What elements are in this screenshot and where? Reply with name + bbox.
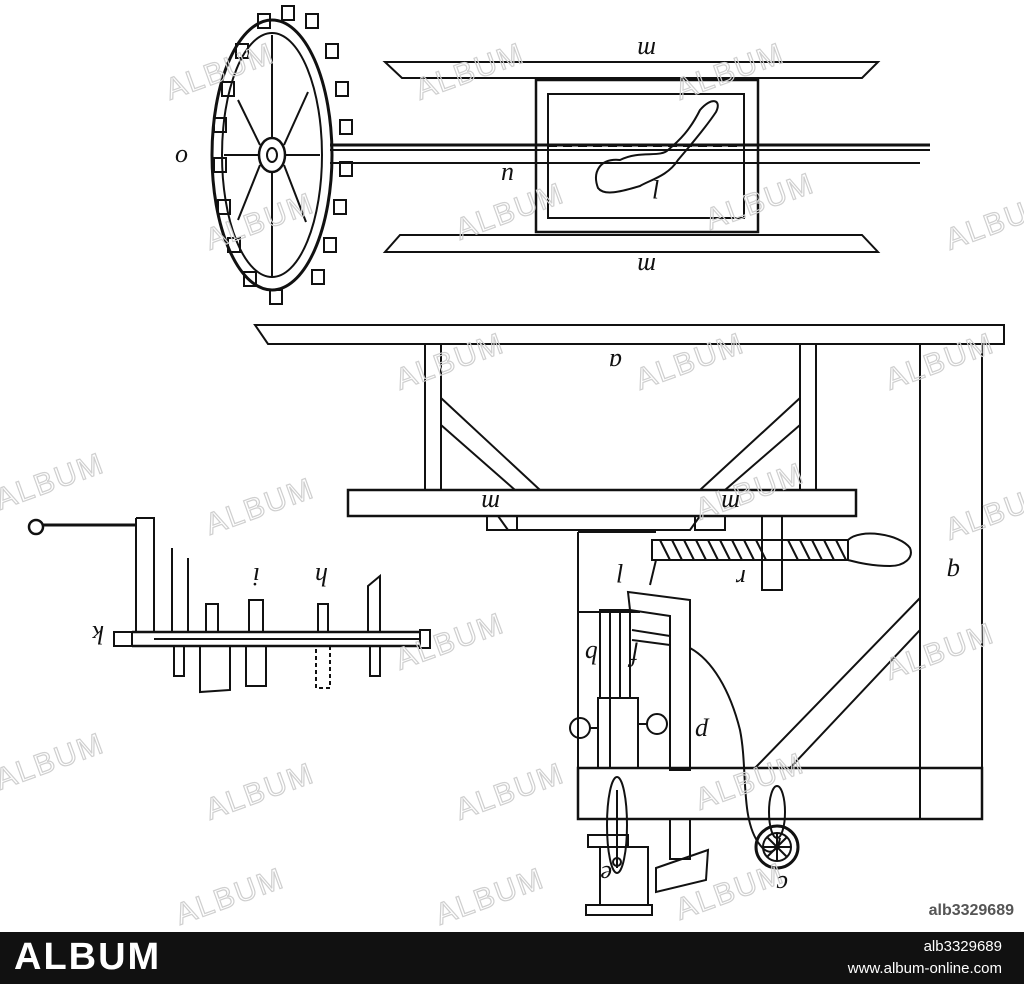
- cog-wheel: [210, 5, 353, 305]
- label-q: q: [947, 558, 960, 587]
- label-f: f: [627, 642, 638, 671]
- label-m-bottom: m: [637, 252, 656, 281]
- watermark-text: ALBUM: [411, 37, 529, 107]
- carriage-box: [534, 78, 760, 234]
- watermark-text: ALBUM: [0, 447, 109, 517]
- label-r: r: [735, 564, 746, 593]
- footer-image-id: alb3329689: [923, 938, 1002, 955]
- worm-screw: [651, 515, 912, 591]
- diagram-canvas: ALBUM ALBUM ALBUM ALBUM ALBUM ALBUM ALBU…: [0, 5, 1024, 932]
- watermark-text: ALBUM: [0, 727, 109, 797]
- crank-shaft-assembly: [27, 517, 431, 694]
- watermark-text: ALBUM: [691, 747, 809, 817]
- watermark-text: ALBUM: [201, 757, 319, 827]
- label-layer: o u l m m a m m r l b f p q e c k i h: [92, 36, 960, 899]
- label-k: k: [92, 620, 104, 649]
- label-m-right: m: [721, 489, 740, 518]
- label-c: c: [776, 870, 788, 899]
- watermark-text: ALBUM: [391, 607, 509, 677]
- axle: [330, 143, 930, 164]
- label-l-top: l: [653, 174, 660, 203]
- label-i: i: [253, 562, 260, 591]
- label-a: a: [609, 348, 622, 377]
- watermark-text: ALBUM: [171, 862, 289, 932]
- watermark-text: ALBUM: [671, 37, 789, 107]
- watermark-text: ALBUM: [201, 187, 319, 257]
- watermark-text: ALBUM: [671, 857, 789, 927]
- label-b: b: [585, 640, 598, 669]
- label-e: e: [600, 860, 612, 889]
- upper-rails: [382, 61, 881, 253]
- plough-mechanism: [569, 559, 800, 916]
- watermark-text: ALBUM: [631, 327, 749, 397]
- watermark-text: ALBUM: [941, 187, 1024, 257]
- footer-url[interactable]: www.album-online.com: [847, 960, 1002, 977]
- footer-bar: ALBUM alb3329689 www.album-online.com: [0, 932, 1024, 984]
- watermark-text: ALBUM: [201, 472, 319, 542]
- main-frame: [253, 324, 1005, 821]
- label-h: h: [315, 562, 328, 591]
- label-m-top: m: [637, 36, 656, 65]
- image-id-tag: alb3329689: [928, 902, 1014, 919]
- label-u: u: [501, 162, 514, 191]
- watermark-text: ALBUM: [451, 757, 569, 827]
- watermark-text: ALBUM: [161, 37, 279, 107]
- watermark-text: ALBUM: [431, 862, 549, 932]
- engraving-diagram: ALBUM ALBUM ALBUM ALBUM ALBUM ALBUM ALBU…: [0, 5, 1024, 932]
- label-p: p: [695, 718, 710, 747]
- label-m-left: m: [481, 489, 500, 518]
- label-l-mid: l: [617, 558, 624, 587]
- watermark-text: ALBUM: [701, 167, 819, 237]
- watermark-text: ALBUM: [391, 327, 509, 397]
- brand-logo: ALBUM: [14, 936, 162, 978]
- label-o: o: [175, 144, 188, 173]
